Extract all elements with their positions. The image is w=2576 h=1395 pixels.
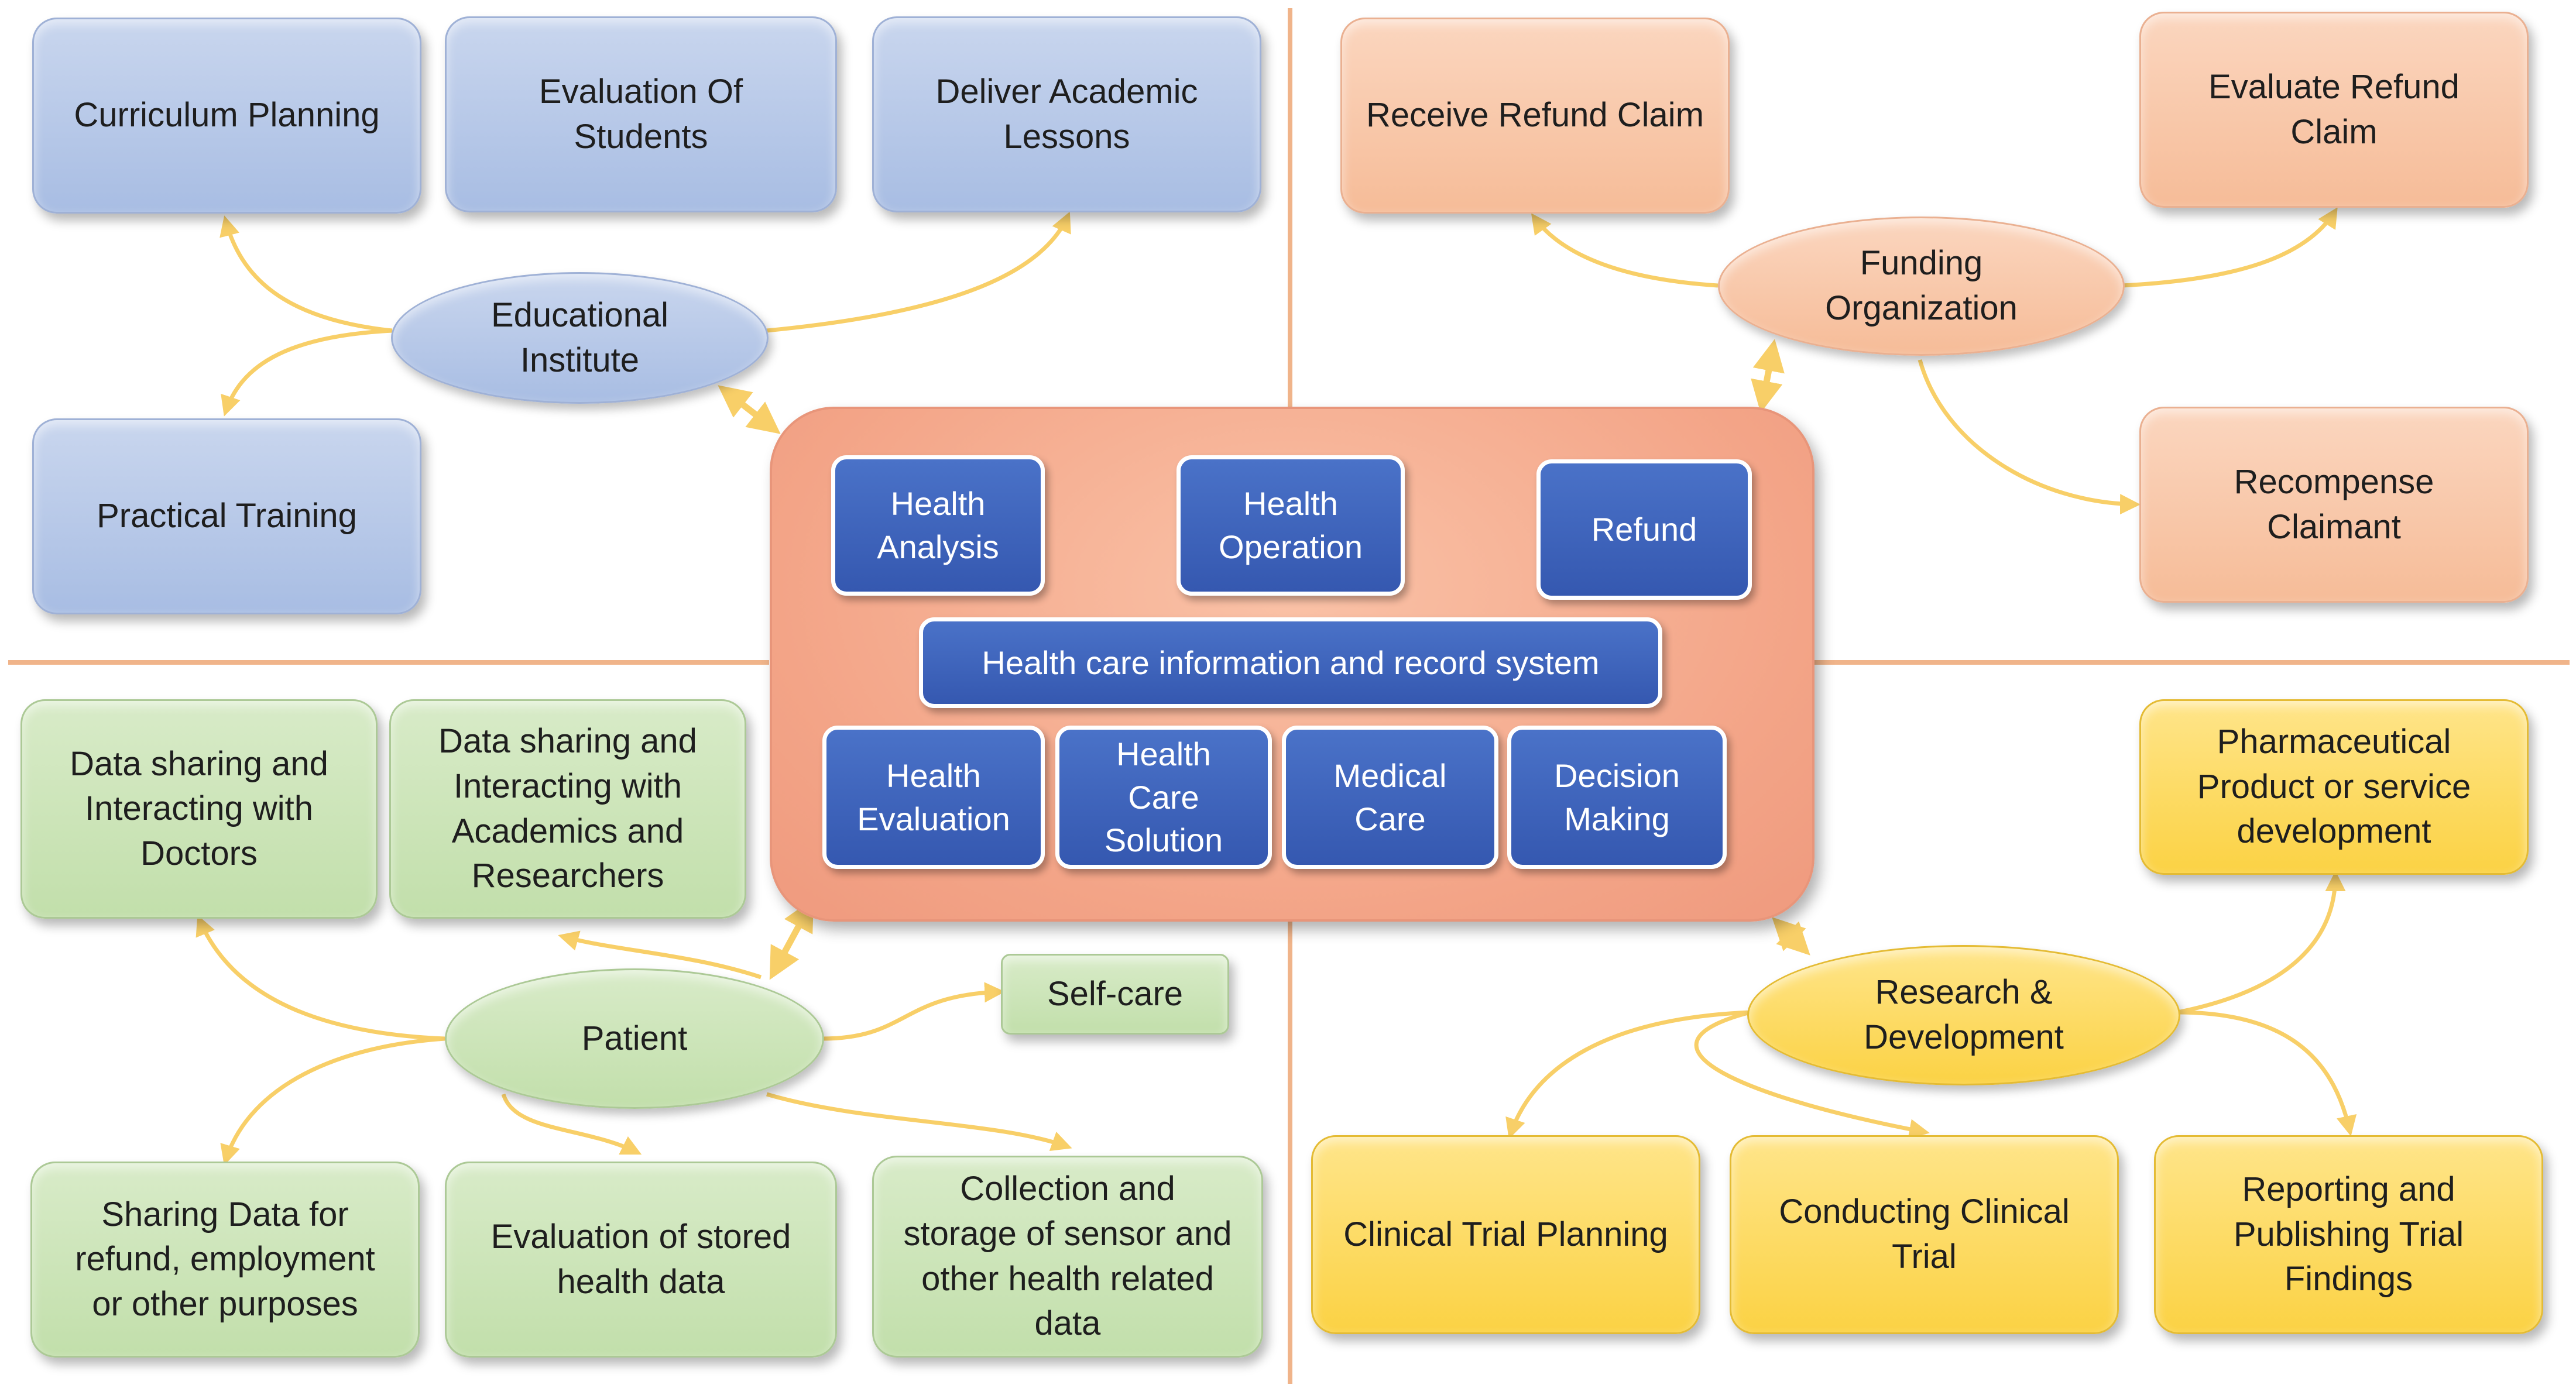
clinical-trial-planning-box: Clinical Trial Planning <box>1311 1135 1700 1334</box>
connector-rnd-reporting <box>2177 1010 2357 1136</box>
evaluate-refund-claim-box: Evaluate Refund Claim <box>2139 12 2529 208</box>
hub-link-funding <box>1751 339 1785 413</box>
connector-fund-receive <box>1531 213 1719 288</box>
connector-edu-lessons <box>766 211 1071 333</box>
reporting-trial-findings-box: Reporting and Publishing Trial Findings <box>2154 1135 2543 1334</box>
connector-patient-selfcare <box>822 982 1005 1041</box>
horizontal-divider-right <box>1814 660 2570 665</box>
connector-rnd-pharma <box>2177 871 2346 1015</box>
record-system-tile: Health care information and record syste… <box>919 617 1662 708</box>
vertical-divider-bottom <box>1288 922 1292 1384</box>
funding-organization-node: Funding Organization <box>1718 217 2125 356</box>
deliver-academic-lessons-box: Deliver Academic Lessons <box>872 16 1261 212</box>
hub-link-research <box>1772 917 1810 956</box>
refund-tile: Refund <box>1536 459 1752 600</box>
health-operation-tile: Health Operation <box>1176 455 1405 596</box>
connector-patient-sharing <box>220 1036 445 1166</box>
connector-edu-curriculum <box>219 215 393 333</box>
patient-node: Patient <box>445 968 824 1109</box>
sharing-with-doctors-box: Data sharing and Interacting with Doctor… <box>20 699 378 919</box>
health-evaluation-tile: Health Evaluation <box>822 726 1045 869</box>
self-care-box: Self-care <box>1001 954 1229 1035</box>
connector-patient-stored <box>501 1093 642 1155</box>
evaluation-of-students-box: Evaluation Of Students <box>445 16 837 212</box>
medical-care-tile: Medical Care <box>1282 726 1498 869</box>
connector-fund-recompense <box>1918 359 2141 515</box>
collection-storage-box: Collection and storage of sensor and oth… <box>872 1156 1263 1358</box>
vertical-divider-top <box>1288 8 1292 412</box>
practical-training-box: Practical Training <box>32 418 421 614</box>
conducting-clinical-trial-box: Conducting Clinical Trial <box>1730 1135 2119 1334</box>
health-analysis-tile: Health Analysis <box>831 455 1045 596</box>
connector-patient-collection <box>766 1092 1072 1152</box>
connector-patient-doctors <box>195 915 445 1041</box>
receive-refund-claim-box: Receive Refund Claim <box>1340 18 1730 214</box>
educational-institute-node: Educational Institute <box>391 272 769 404</box>
recompense-claimant-box: Recompense Claimant <box>2139 407 2529 603</box>
hub-link-patient <box>769 898 814 980</box>
pharmaceutical-development-box: Pharmaceutical Product or service develo… <box>2139 699 2529 875</box>
curriculum-planning-box: Curriculum Planning <box>32 18 421 214</box>
research-development-node: Research & Development <box>1747 945 2180 1085</box>
connector-rnd-planning <box>1505 1010 1751 1139</box>
evaluation-stored-data-box: Evaluation of stored health data <box>445 1162 837 1358</box>
connector-rnd-conducting <box>1694 1010 1930 1139</box>
hub-link-education <box>718 385 781 434</box>
sharing-data-refund-box: Sharing Data for refund, employment or o… <box>30 1162 420 1358</box>
sharing-with-academics-box: Data sharing and Interacting with Academ… <box>389 699 746 919</box>
horizontal-divider-left <box>8 660 769 665</box>
connector-edu-training <box>221 328 393 417</box>
health-care-solution-tile: Health Care Solution <box>1055 726 1272 869</box>
connector-patient-academics <box>558 930 762 980</box>
connector-fund-evaluate <box>2121 207 2338 288</box>
decision-making-tile: Decision Making <box>1507 726 1727 869</box>
